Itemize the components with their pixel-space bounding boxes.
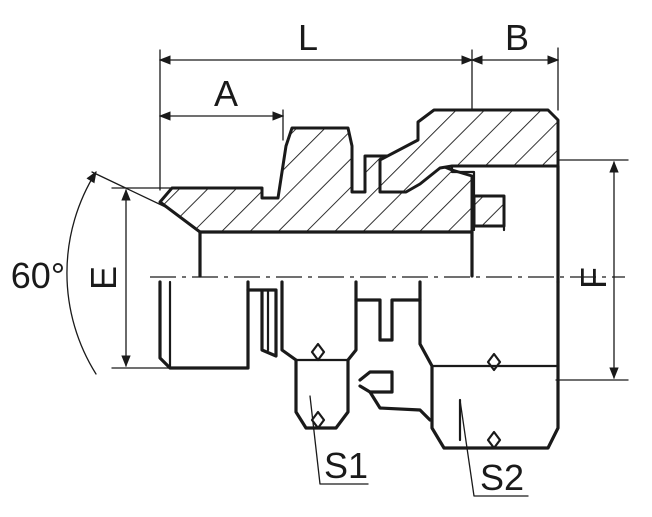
label-angle: 60° bbox=[11, 255, 65, 296]
hex-s2-outline bbox=[418, 280, 560, 450]
label-E: E bbox=[83, 266, 124, 290]
label-F: F bbox=[573, 267, 614, 289]
fitting-lower-outline bbox=[158, 230, 560, 450]
seal-ring-section bbox=[472, 194, 506, 228]
label-S1: S1 bbox=[324, 445, 368, 486]
dimension-arc-60deg bbox=[66, 171, 97, 375]
body-section-hatch bbox=[158, 126, 474, 234]
label-S2: S2 bbox=[480, 457, 524, 498]
leader-lines bbox=[309, 395, 529, 497]
label-A: A bbox=[214, 73, 238, 114]
label-B: B bbox=[505, 17, 529, 58]
dimension-lines bbox=[66, 55, 619, 380]
fitting-upper-section bbox=[158, 108, 560, 284]
hex-s1-outline bbox=[280, 280, 358, 430]
nut-section-hatch bbox=[378, 108, 560, 194]
label-L: L bbox=[298, 17, 318, 58]
